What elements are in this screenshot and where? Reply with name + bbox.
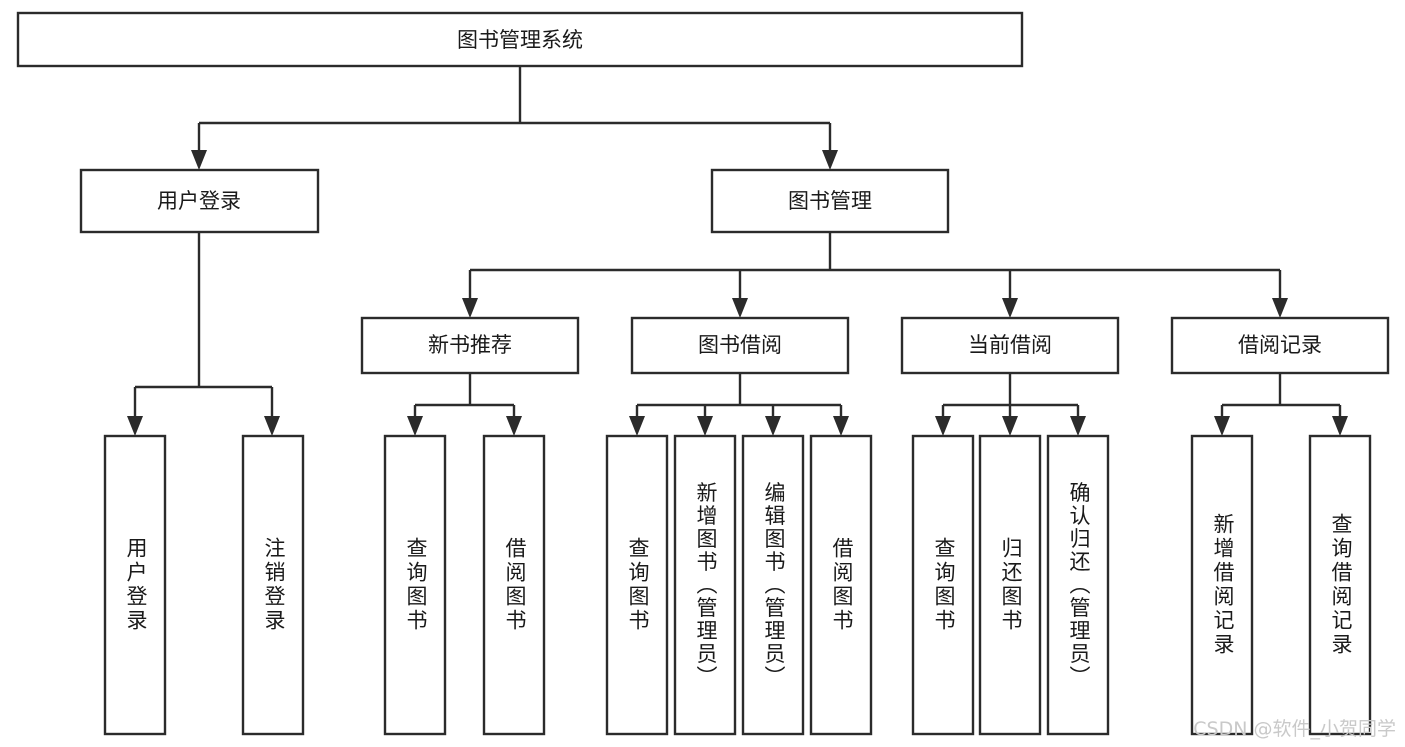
node-root-box[interactable] [16, 11, 1024, 68]
node-leaf-query-book-3-label: 查询图书 [932, 537, 956, 633]
node-leaf-confirm-return[interactable]: 确认归还（管理员） [1046, 434, 1110, 736]
node-leaf-add-book-box[interactable] [673, 434, 737, 736]
node-book-borrow[interactable]: 图书借阅 [630, 316, 850, 375]
arrowhead-leaf-query-book-1 [407, 416, 423, 436]
node-leaf-add-record[interactable]: 新增借阅记录 [1190, 434, 1254, 736]
arrowhead-leaf-add-record [1214, 416, 1230, 436]
arrowhead-leaf-query-book-3 [935, 416, 951, 436]
node-leaf-user-login[interactable]: 用户登录 [103, 434, 167, 736]
node-leaf-query-book-1[interactable]: 查询图书 [383, 434, 447, 736]
arrowhead-leaf-query-book-2 [629, 416, 645, 436]
arrowhead-leaf-logout-login [264, 416, 280, 436]
arrowhead-leaf-edit-book [765, 416, 781, 436]
arrowhead-new-book-recommend [462, 298, 478, 318]
node-leaf-query-book-2-label: 查询图书 [626, 537, 650, 633]
node-leaf-query-record[interactable]: 查询借阅记录 [1308, 434, 1372, 736]
node-leaf-borrow-book-2-label: 借阅图书 [830, 537, 854, 633]
node-current-borrow-box[interactable] [900, 316, 1120, 375]
node-leaf-add-book[interactable]: 新增图书（管理员） [673, 434, 737, 736]
node-new-book-recommend[interactable]: 新书推荐 [360, 316, 580, 375]
arrowhead-leaf-query-record [1332, 416, 1348, 436]
node-user-login[interactable]: 用户登录 [79, 168, 320, 234]
node-leaf-logout-login[interactable]: 注销登录 [241, 434, 305, 736]
node-book-management-box[interactable] [710, 168, 950, 234]
node-leaf-confirm-return-box[interactable] [1046, 434, 1110, 736]
arrowhead-book-management [822, 150, 838, 170]
arrowhead-leaf-return-book [1002, 416, 1018, 436]
node-leaf-borrow-book-1[interactable]: 借阅图书 [482, 434, 546, 736]
node-user-login-box[interactable] [79, 168, 320, 234]
node-leaf-query-record-box[interactable] [1308, 434, 1372, 736]
node-leaf-query-book-1-label: 查询图书 [404, 537, 428, 633]
node-leaf-query-book-1-box[interactable] [383, 434, 447, 736]
node-leaf-borrow-book-2[interactable]: 借阅图书 [809, 434, 873, 736]
arrowhead-leaf-borrow-book-1 [506, 416, 522, 436]
node-leaf-query-record-label: 查询借阅记录 [1329, 513, 1353, 657]
arrowhead-leaf-user-login [127, 416, 143, 436]
arrowhead-borrow-record [1272, 298, 1288, 318]
node-leaf-borrow-book-1-box[interactable] [482, 434, 546, 736]
node-leaf-return-book-box[interactable] [978, 434, 1042, 736]
node-leaf-query-book-2[interactable]: 查询图书 [605, 434, 669, 736]
node-book-management[interactable]: 图书管理 [710, 168, 950, 234]
node-leaf-query-book-3-box[interactable] [911, 434, 975, 736]
node-leaf-logout-login-box[interactable] [241, 434, 305, 736]
node-leaf-return-book[interactable]: 归还图书 [978, 434, 1042, 736]
node-borrow-record[interactable]: 借阅记录 [1170, 316, 1390, 375]
arrowhead-leaf-add-book [697, 416, 713, 436]
arrowhead-leaf-confirm-return [1070, 416, 1086, 436]
node-leaf-edit-book[interactable]: 编辑图书（管理员） [741, 434, 805, 736]
node-new-book-recommend-box[interactable] [360, 316, 580, 375]
connector-layer [127, 66, 1348, 436]
node-leaf-user-login-label: 用户登录 [124, 537, 148, 633]
node-new-book-recommend-label: 新书推荐 [428, 333, 512, 357]
node-leaf-add-record-label: 新增借阅记录 [1211, 513, 1235, 657]
node-leaf-logout-login-label: 注销登录 [262, 537, 286, 633]
arrowhead-user-login [191, 150, 207, 170]
arrowhead-book-borrow [732, 298, 748, 318]
node-leaf-return-book-label: 归还图书 [999, 537, 1023, 633]
node-current-borrow[interactable]: 当前借阅 [900, 316, 1120, 375]
node-leaf-user-login-box[interactable] [103, 434, 167, 736]
node-leaf-edit-book-label: 编辑图书（管理员） [762, 482, 786, 689]
node-book-management-label: 图书管理 [788, 189, 872, 213]
node-leaf-query-book-3[interactable]: 查询图书 [911, 434, 975, 736]
node-book-borrow-label: 图书借阅 [698, 333, 782, 357]
node-root-label: 图书管理系统 [457, 28, 583, 52]
arrowhead-leaf-borrow-book-2 [833, 416, 849, 436]
node-leaf-confirm-return-label: 确认归还（管理员） [1067, 482, 1091, 689]
node-leaf-add-book-label: 新增图书（管理员） [694, 482, 718, 689]
node-leaf-query-book-2-box[interactable] [605, 434, 669, 736]
node-current-borrow-label: 当前借阅 [968, 333, 1052, 357]
node-borrow-record-label: 借阅记录 [1238, 333, 1322, 357]
node-root[interactable]: 图书管理系统 [16, 11, 1024, 68]
csdn-watermark: CSDN @软件_小贺同学 [1193, 718, 1396, 740]
node-borrow-record-box[interactable] [1170, 316, 1390, 375]
arrowhead-current-borrow [1002, 298, 1018, 318]
node-leaf-edit-book-box[interactable] [741, 434, 805, 736]
node-user-login-label: 用户登录 [157, 189, 241, 213]
node-leaf-borrow-book-1-label: 借阅图书 [503, 537, 527, 633]
node-leaf-borrow-book-2-box[interactable] [809, 434, 873, 736]
node-book-borrow-box[interactable] [630, 316, 850, 375]
node-leaf-add-record-box[interactable] [1190, 434, 1254, 736]
